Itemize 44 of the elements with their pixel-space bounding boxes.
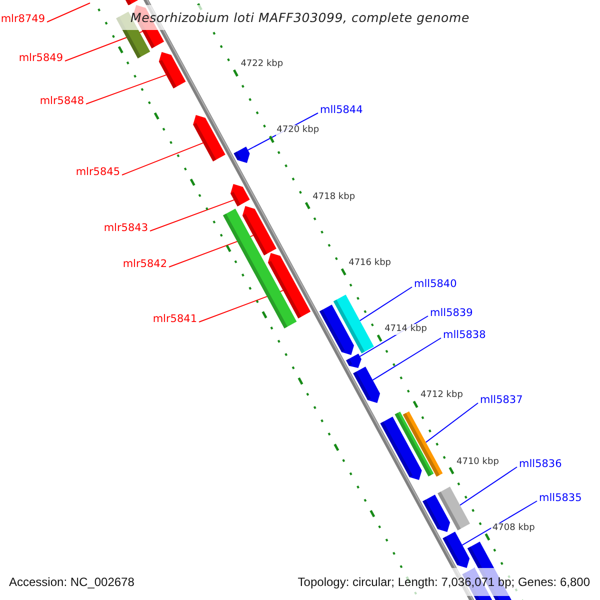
gene-feature	[242, 206, 276, 256]
gene-label: mll5836	[519, 458, 562, 470]
gene-feature	[402, 411, 443, 477]
scale-label: 4710 kbp	[456, 456, 500, 468]
gene-feature	[346, 354, 362, 368]
gene-label: mlr5841	[152, 313, 197, 325]
footer-text: Topology: circular; Length: 7,036,071 bp; Genes: 6,800	[298, 575, 590, 589]
scale-label: 4712 kbp	[420, 390, 464, 402]
leader-line	[462, 500, 538, 546]
scale-label: 4722 kbp	[240, 59, 284, 70]
gene-label: mlr5843	[104, 222, 148, 234]
scale-label: 4720 kbp	[276, 125, 320, 136]
gene-feature	[230, 184, 250, 206]
leader-line	[359, 286, 412, 322]
leader-line	[150, 199, 235, 232]
gene-feature	[438, 486, 470, 530]
gene-label: mlr8749	[0, 13, 45, 25]
gene-label: mll5837	[480, 394, 523, 406]
gene-label: mlr5845	[76, 166, 120, 178]
leader-line	[459, 466, 518, 506]
leader-line	[46, 2, 90, 22]
gene-feature	[158, 52, 186, 88]
leader-line	[122, 142, 204, 176]
gene-feature	[353, 366, 380, 403]
gene-feature	[193, 115, 226, 162]
scale-label: 4716 kbp	[348, 258, 392, 269]
footer-text: Accession: NC_002678	[9, 575, 134, 589]
leader-line	[86, 74, 167, 104]
gene-label: mll5839	[430, 307, 473, 319]
gene-label: mll5844	[320, 104, 363, 116]
gene-feature	[333, 294, 374, 354]
gene-label: mlr5849	[18, 52, 63, 64]
scale-label: 4708 kbp	[491, 522, 536, 534]
gene-feature	[268, 253, 311, 318]
gene-label: mll5835	[539, 492, 582, 504]
gene-label: mll5840	[414, 278, 457, 290]
scale-label: 4718 kbp	[312, 192, 356, 203]
scale-label: 4714 kbp	[384, 324, 428, 336]
gene-label: mll5838	[443, 329, 486, 341]
gene-label: mlr5842	[122, 258, 167, 270]
gene-label: mlr5848	[40, 95, 84, 107]
gene-feature	[442, 532, 470, 568]
gene-feature	[234, 146, 250, 163]
leader-line	[372, 338, 442, 381]
